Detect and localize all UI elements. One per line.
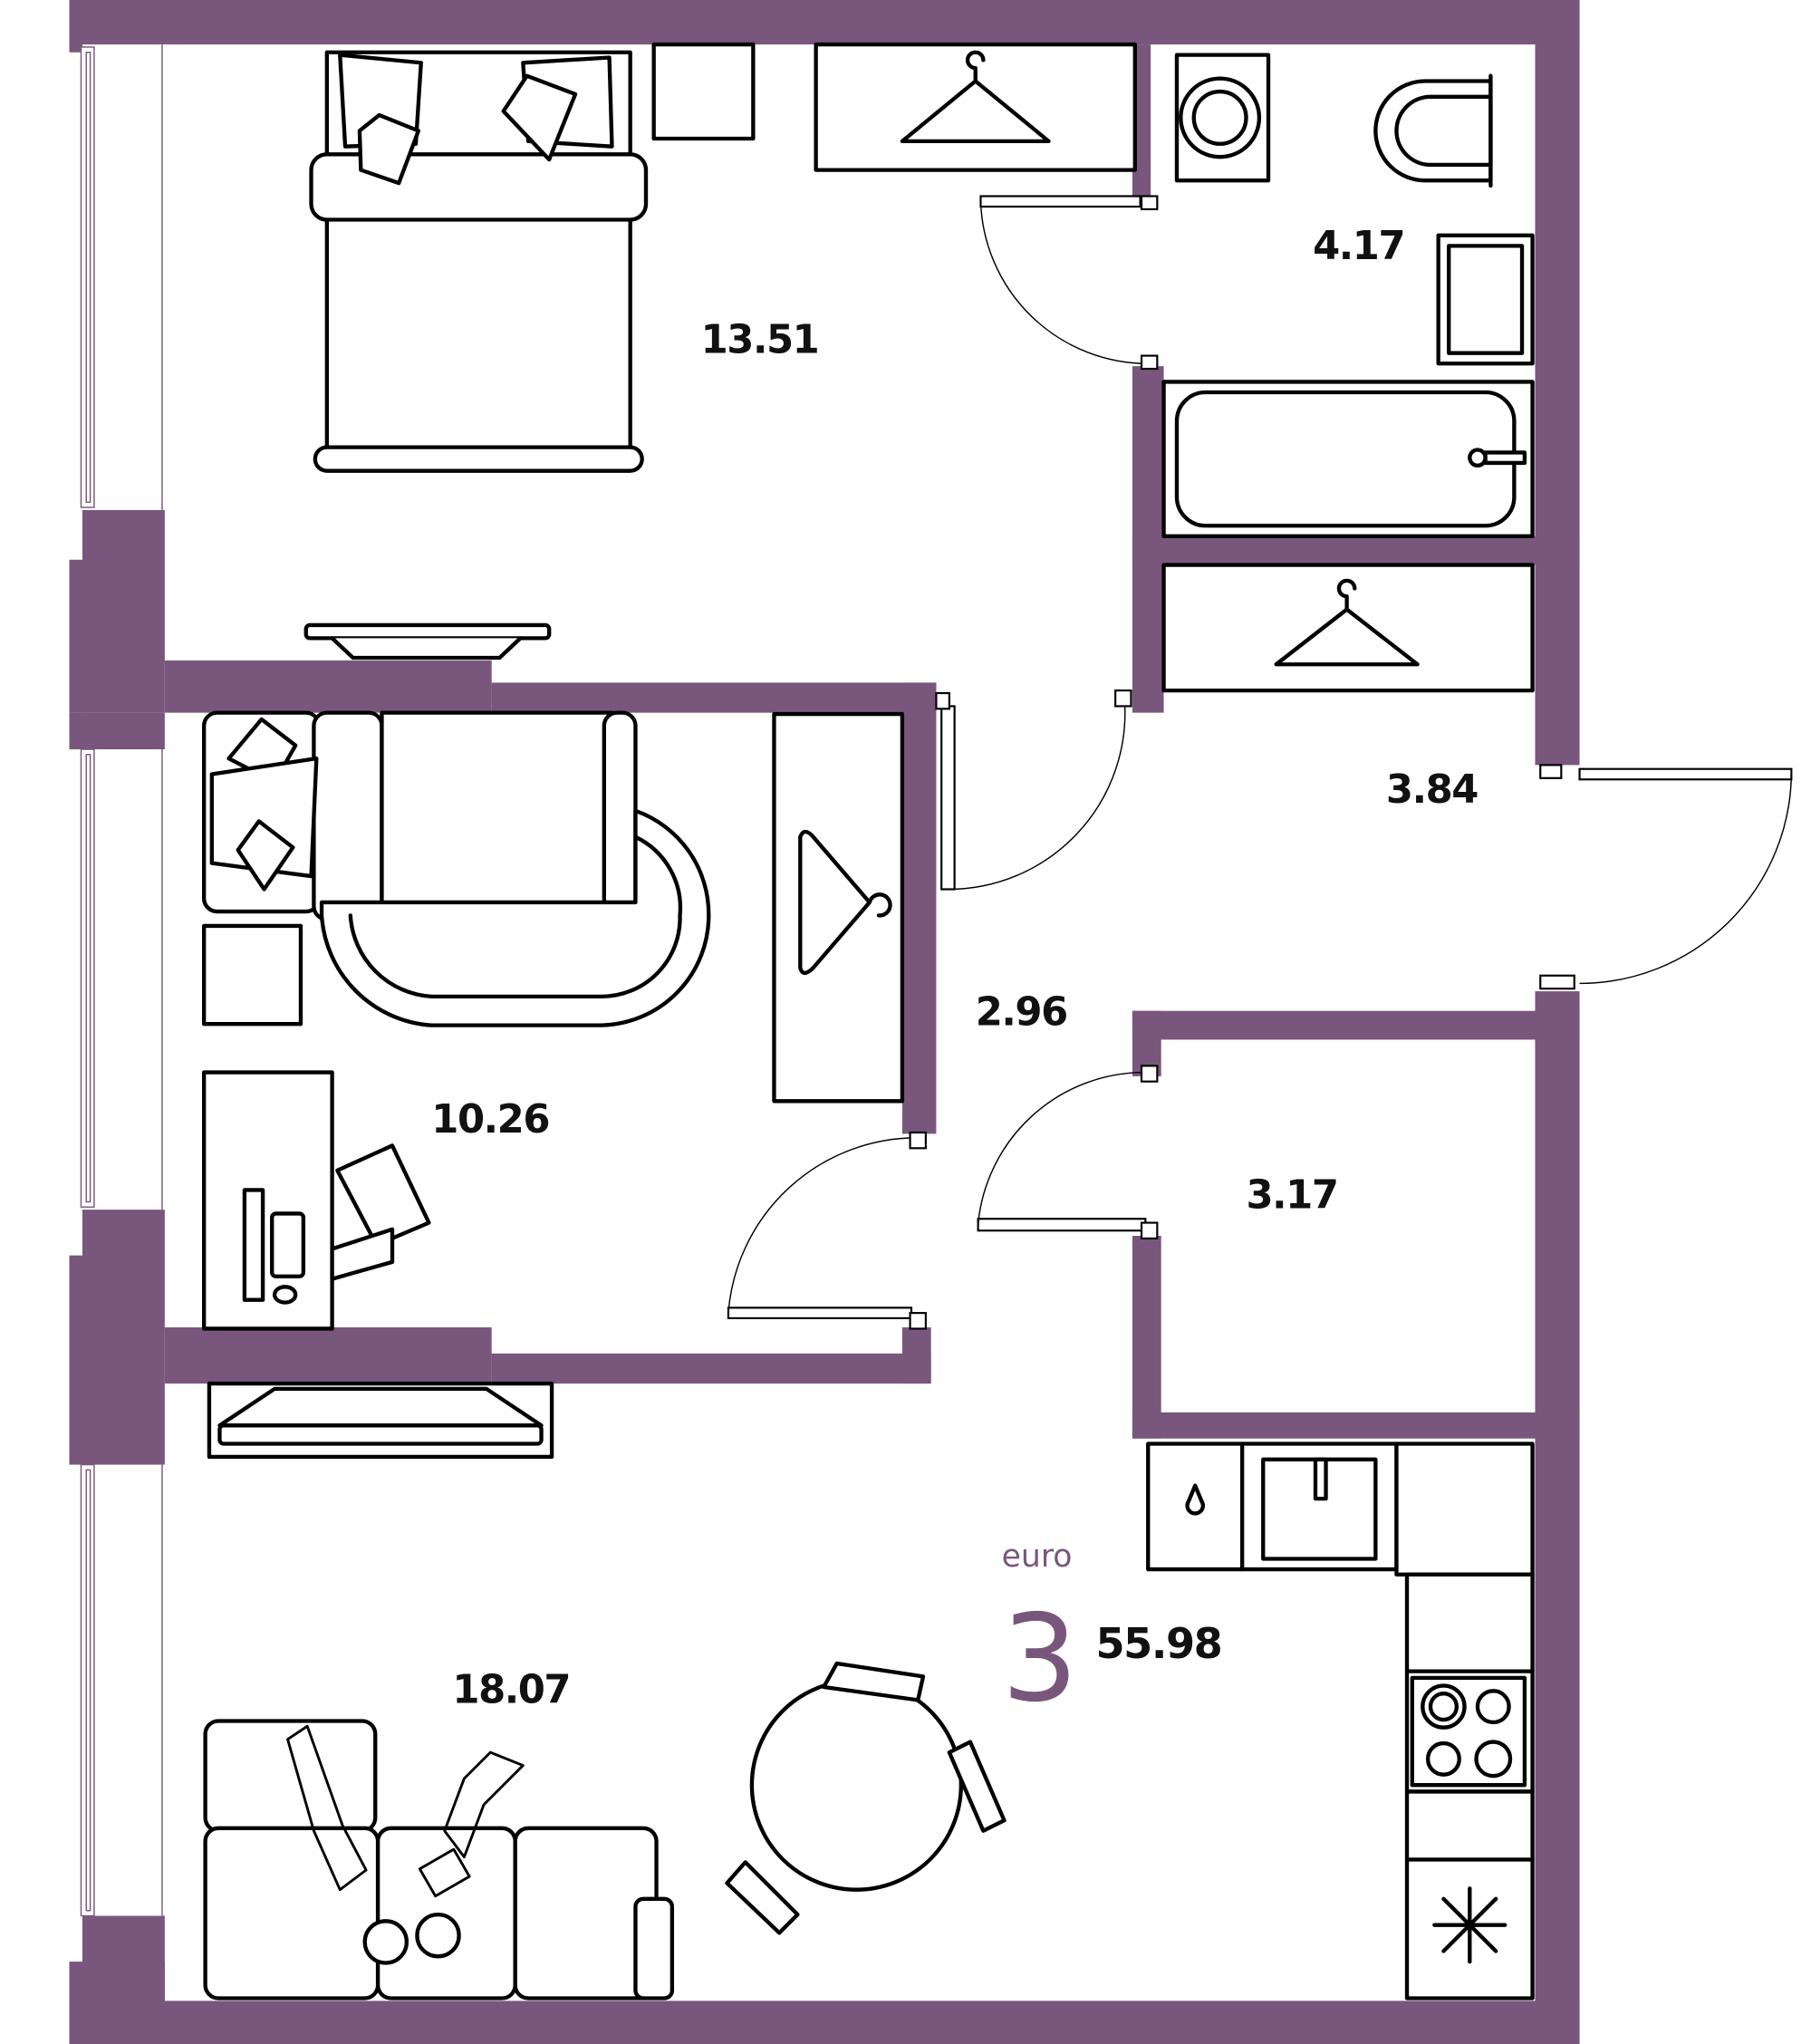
toilet [1373,73,1493,188]
bedroom-door[interactable] [979,195,1159,371]
washing-machine [1174,53,1271,183]
snowflake-icon [1432,1886,1508,1964]
sofa-bed [201,710,638,921]
study-furniture [201,710,905,1331]
area-study: 10.26 [431,1097,549,1143]
hanger-icon [900,50,1051,144]
area-shower-room: 3.17 [1246,1173,1337,1219]
sofa [203,1719,675,2001]
bedroom-tv [303,622,552,660]
hanger-icon [798,829,892,976]
bathroom-furniture [1161,53,1535,538]
study-door[interactable] [727,1131,927,1330]
bathtub [1161,380,1535,538]
area-bedroom: 13.51 [701,318,819,363]
area-corridor: 2.96 [976,990,1067,1036]
area-bathroom: 4.17 [1313,224,1404,269]
desk [201,1070,334,1331]
rooms-count: 3 [1002,1589,1078,1729]
office-chair [330,1143,431,1281]
study-wardrobe [772,711,905,1104]
entrance-door[interactable] [1539,764,1793,990]
nightstand [651,42,756,141]
area-hallway: 3.84 [1386,767,1478,813]
kitchen [1146,1441,1535,2001]
hall-wardrobe [1161,563,1535,693]
double-bed [309,50,649,473]
hanger-icon [1274,578,1420,667]
tv-stand [207,1381,554,1460]
bathroom-sink [1436,233,1535,366]
study-nightstand [201,923,303,1027]
dining-table [725,1661,1007,1935]
area-labels: 13.51 4.17 3.84 2.96 10.26 3.17 18.07 [431,224,1479,1712]
rug [319,808,711,1027]
water-drop-icon [1185,1483,1206,1516]
total-area: 55.98 [1096,1619,1222,1668]
shower-room-door[interactable] [977,1065,1159,1239]
living-furniture [203,1381,1535,2001]
apartment-summary: euro 3 55.98 [1002,1538,1223,1729]
apartment-type-label: euro [1002,1538,1073,1575]
bedroom-furniture [303,42,1137,660]
walls [69,0,1580,2044]
windows [80,44,163,1917]
study-door-upper[interactable] [935,689,1132,891]
area-living-kitchen: 18.07 [452,1667,570,1712]
doors [727,195,1793,1330]
bedroom-wardrobe [814,42,1137,172]
